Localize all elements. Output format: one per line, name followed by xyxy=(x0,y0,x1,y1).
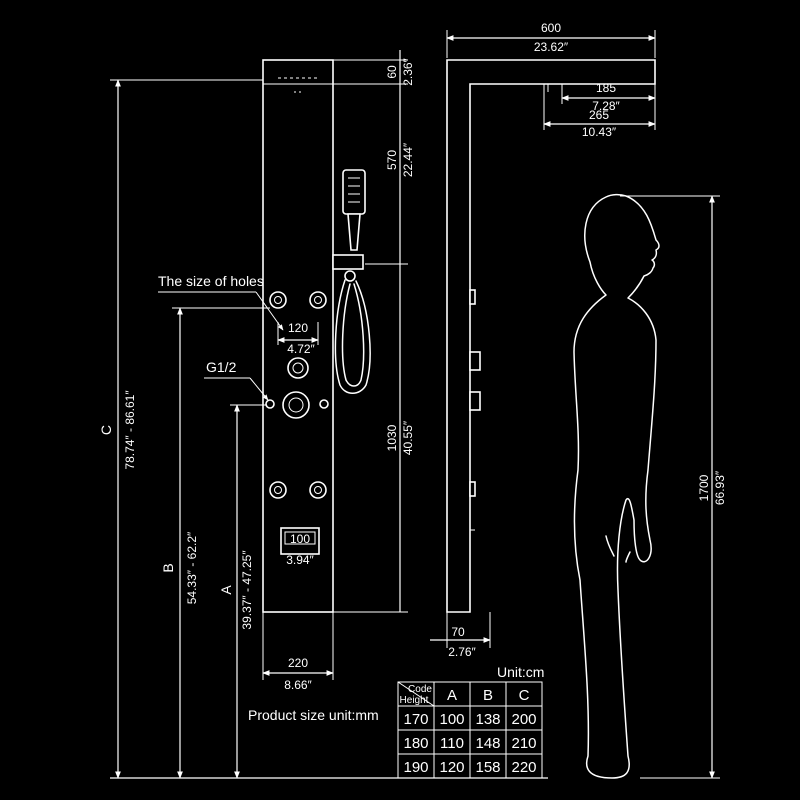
diverter-knob xyxy=(287,357,309,379)
svg-text:148: 148 xyxy=(475,735,500,752)
svg-text:2.36″: 2.36″ xyxy=(401,57,415,85)
svg-text:200: 200 xyxy=(511,711,536,728)
depth-mm: 70 xyxy=(451,625,465,639)
dim-b: B 54.33″ - 62.2″ xyxy=(160,531,199,604)
table-col-b: B xyxy=(483,687,493,704)
table-col-a: A xyxy=(447,687,457,704)
table-row: 170 100 138 200 xyxy=(403,711,536,728)
top-width-in: 23.62″ xyxy=(534,40,569,54)
dim-a: A 39.37″ - 47.25″ xyxy=(218,550,254,630)
hand-shower xyxy=(332,169,371,394)
unit-mm-note: Product size unit:mm xyxy=(248,707,379,723)
svg-text:1700: 1700 xyxy=(697,474,711,501)
rain-head-holes xyxy=(278,77,318,93)
table-header-height: Height xyxy=(400,695,429,706)
svg-text:170: 170 xyxy=(403,711,428,728)
top-width-mm: 600 xyxy=(541,21,561,35)
hole-spacing-in: 4.72″ xyxy=(287,342,315,356)
svg-text:190: 190 xyxy=(403,759,428,776)
rain-inner-mm: 185 xyxy=(596,81,616,95)
dim-570: 570 22.44″ xyxy=(385,142,415,177)
svg-text:66.93″: 66.93″ xyxy=(713,470,727,505)
svg-text:100: 100 xyxy=(439,711,464,728)
panel-width-in: 8.66″ xyxy=(284,678,312,692)
svg-text:570: 570 xyxy=(385,150,399,170)
shower-panel-side-view: 185 7.28″ 265 10.43″ 70 2.76″ xyxy=(430,59,656,659)
svg-text:120: 120 xyxy=(439,759,464,776)
svg-text:54.33″ - 62.2″: 54.33″ - 62.2″ xyxy=(185,531,199,604)
svg-text:78.74″ - 86.61″: 78.74″ - 86.61″ xyxy=(123,390,137,470)
body-jet-lower-left xyxy=(269,481,287,499)
table-row: 180 110 148 210 xyxy=(403,735,536,752)
svg-text:210: 210 xyxy=(511,735,536,752)
svg-text:22.44″: 22.44″ xyxy=(401,142,415,177)
svg-text:60: 60 xyxy=(385,65,399,79)
rain-inner-in: 7.28″ xyxy=(592,99,620,113)
panel-width-mm: 220 xyxy=(288,656,308,670)
dim-c: C 78.74″ - 86.61″ xyxy=(98,390,137,470)
holes-note: The size of holes xyxy=(158,273,264,289)
thread-label: G1/2 xyxy=(206,359,237,375)
hole-spacing-mm: 120 xyxy=(288,321,308,335)
mixer-knob xyxy=(265,391,329,419)
svg-text:C: C xyxy=(98,425,114,435)
body-jet-upper-left xyxy=(269,291,287,309)
dim-1700: 1700 66.93″ xyxy=(697,470,727,505)
unit-cm-note: Unit:cm xyxy=(497,664,544,680)
table-header-code: Code xyxy=(408,684,432,695)
rain-outer-in: 10.43″ xyxy=(582,125,617,139)
display-mm: 100 xyxy=(290,532,310,546)
svg-text:1030: 1030 xyxy=(385,424,399,451)
svg-text:39.37″ - 47.25″: 39.37″ - 47.25″ xyxy=(240,550,254,630)
svg-text:A: A xyxy=(218,585,234,595)
shower-panel-front-view: 600 23.62″ 60 2.36″ 570 22.44″ 1030 40.5… xyxy=(98,21,656,779)
body-jet-upper-right xyxy=(309,291,327,309)
svg-text:B: B xyxy=(160,563,176,572)
svg-text:220: 220 xyxy=(511,759,536,776)
human-figure: 1700 66.93″ xyxy=(573,193,727,779)
svg-text:180: 180 xyxy=(403,735,428,752)
depth-in: 2.76″ xyxy=(448,645,476,659)
temperature-display xyxy=(280,527,320,555)
dim-1030: 1030 40.55″ xyxy=(385,420,415,455)
svg-text:158: 158 xyxy=(475,759,500,776)
body-jet-lower-right xyxy=(309,481,327,499)
panel-body xyxy=(262,59,334,613)
dim-60: 60 2.36″ xyxy=(385,57,415,85)
svg-text:110: 110 xyxy=(440,735,464,752)
table-row: 190 120 158 220 xyxy=(403,759,536,776)
svg-text:138: 138 xyxy=(475,711,500,728)
display-in: 3.94″ xyxy=(286,553,314,567)
height-code-table: Unit:cm Code Height A B C 170 100 138 20… xyxy=(397,664,544,779)
table-col-c: C xyxy=(519,687,530,704)
svg-text:40.55″: 40.55″ xyxy=(401,420,415,455)
rain-outer-mm: 265 xyxy=(589,108,609,122)
